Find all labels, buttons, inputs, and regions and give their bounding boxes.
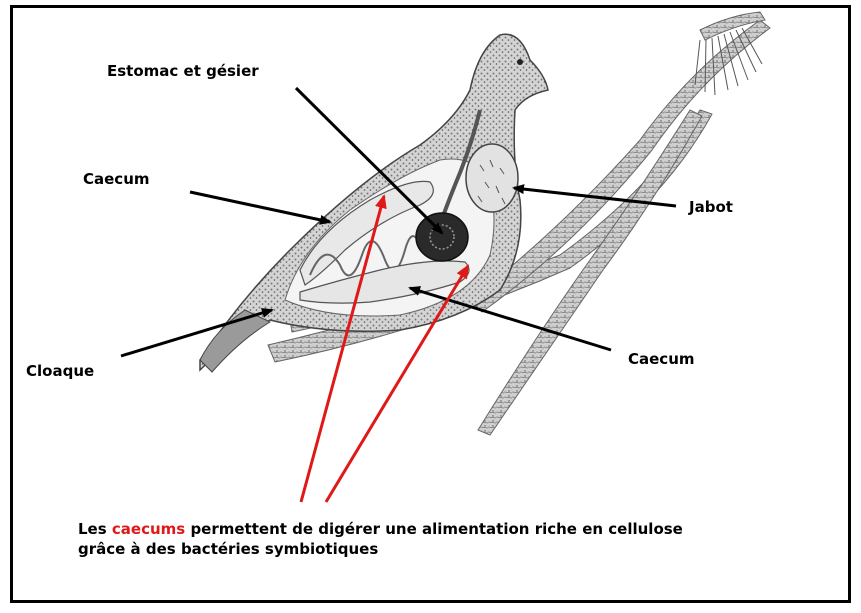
label-caecum-upper: Caecum xyxy=(83,170,150,188)
label-cloaca: Cloaque xyxy=(26,362,94,380)
caption: Les caecums permettent de digérer une al… xyxy=(78,519,838,559)
label-stomach: Estomac et gésier xyxy=(107,62,259,80)
label-crop: Jabot xyxy=(689,198,733,216)
label-caecum-lower: Caecum xyxy=(628,350,695,368)
caption-rest: permettent de digérer une alimentation r… xyxy=(185,520,683,538)
caption-line-1: Les caecums permettent de digérer une al… xyxy=(78,519,838,539)
grouse-anatomy-illustration xyxy=(200,34,548,372)
arrow-caecum-upper xyxy=(190,192,330,222)
caption-line-2: grâce à des bactéries symbiotiques xyxy=(78,539,838,559)
caption-highlight: caecums xyxy=(112,520,185,538)
caption-prefix: Les xyxy=(78,520,112,538)
